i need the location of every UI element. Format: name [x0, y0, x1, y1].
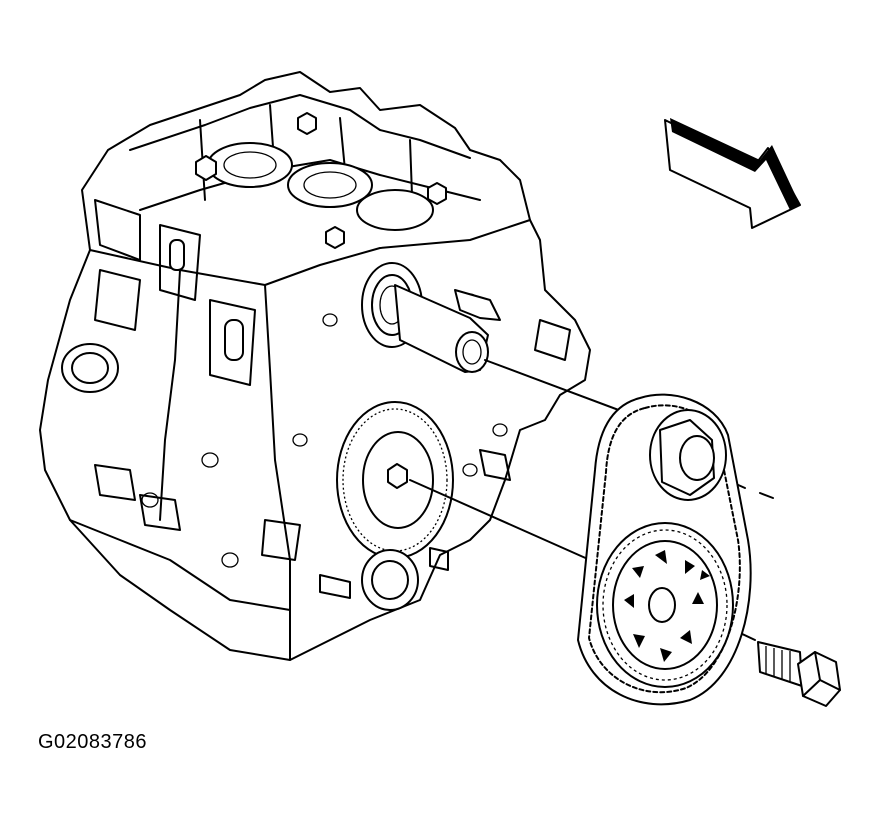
sprocket — [596, 522, 734, 688]
view-direction-arrow-icon — [664, 118, 801, 229]
figure-id-label: G02083786 — [38, 731, 148, 753]
camshaft-sprocket-hub — [649, 409, 727, 501]
block-bolts — [195, 112, 447, 249]
sprocket-bolt — [757, 641, 841, 707]
crankshaft-reluctor-gear — [336, 401, 454, 559]
engine-block — [39, 71, 591, 661]
